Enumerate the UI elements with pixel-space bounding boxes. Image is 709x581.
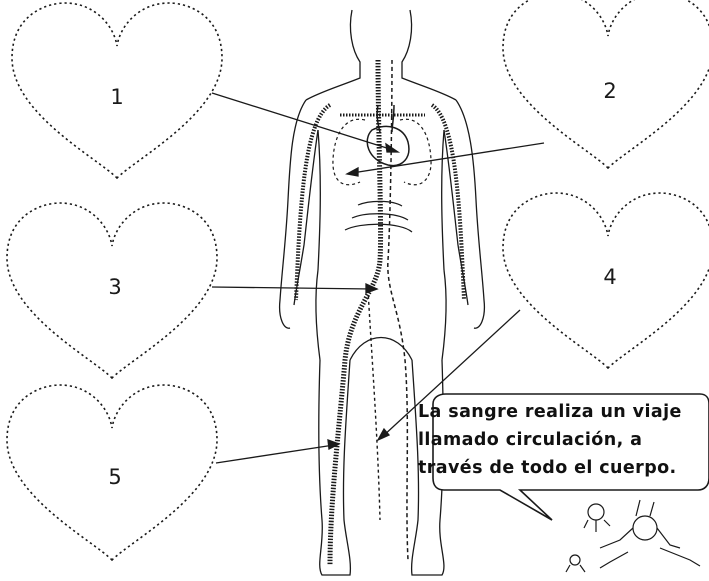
arrowhead-5: [328, 440, 339, 449]
heart-4-label: 4: [603, 265, 616, 289]
pointer-line-5: [216, 445, 334, 463]
heart-3-label: 3: [108, 275, 121, 299]
heart-5[interactable]: 5: [7, 385, 217, 560]
speech-line-1: La sangre realiza un viaje: [418, 398, 709, 426]
heart-2[interactable]: 2: [503, 0, 709, 168]
pointer-line-1: [212, 93, 393, 150]
cartoon-characters: [566, 500, 700, 572]
heart-4[interactable]: 4: [503, 193, 709, 368]
heart-1[interactable]: 1: [12, 3, 222, 178]
heart-3[interactable]: 3: [7, 203, 217, 378]
arrowhead-3: [366, 284, 377, 293]
pointer-line-3: [212, 287, 372, 289]
heart-2-label: 2: [603, 79, 616, 103]
speech-bubble-text: La sangre realiza un viaje llamado circu…: [418, 398, 709, 482]
heart-5-label: 5: [108, 465, 121, 489]
speech-line-3: través de todo el cuerpo.: [418, 454, 709, 482]
speech-line-2: llamado circulación, a: [418, 426, 709, 454]
heart-1-label: 1: [110, 85, 123, 109]
arrowhead-2: [347, 168, 358, 176]
arrowhead-4: [378, 429, 389, 440]
